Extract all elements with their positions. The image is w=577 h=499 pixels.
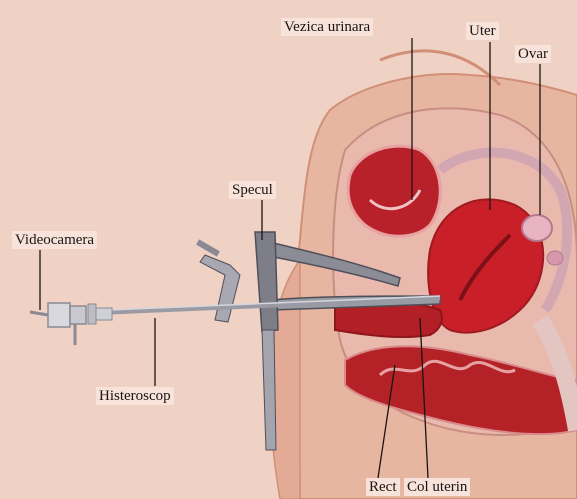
camera-ring: [88, 304, 96, 324]
label-rectum: Rect: [366, 478, 400, 496]
camera-body: [48, 303, 70, 327]
label-speculum: Specul: [229, 181, 276, 199]
bladder: [348, 146, 440, 236]
hysteroscope-eyepiece: [96, 308, 112, 320]
label-hysteroscope: Histeroscop: [96, 387, 174, 405]
ovary: [522, 215, 552, 241]
label-bladder: Vezica urinara: [281, 18, 373, 36]
label-uterus: Uter: [466, 22, 499, 40]
label-cervix: Col uterin: [404, 478, 470, 496]
label-ovary: Ovar: [515, 45, 551, 63]
label-videocamera: Videocamera: [12, 231, 97, 249]
camera-coupler: [70, 306, 86, 324]
ovary-detail: [547, 251, 563, 265]
